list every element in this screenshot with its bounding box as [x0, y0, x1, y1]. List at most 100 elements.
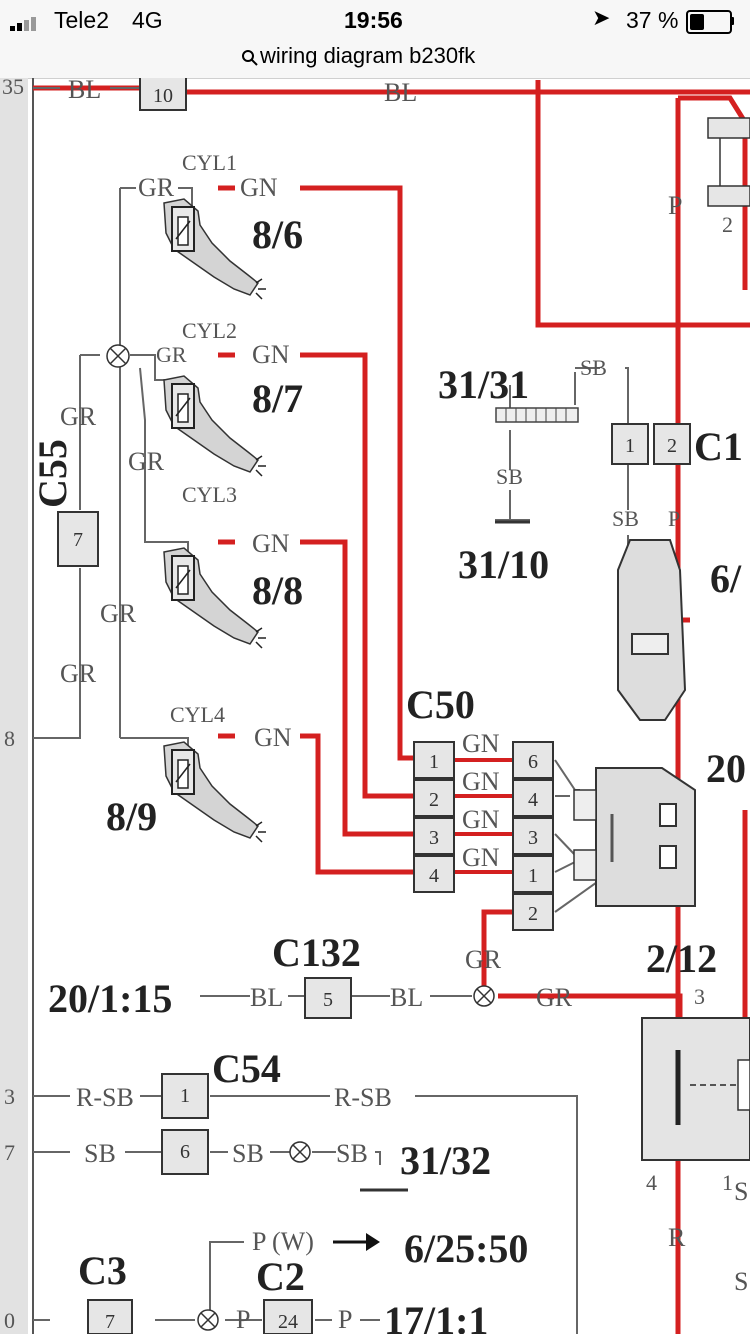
relay-pin-4: 4	[646, 1170, 657, 1195]
margin-number: 8	[4, 726, 15, 751]
c2-pin-label: 24	[278, 1311, 298, 1333]
url-text[interactable]: wiring diagram b230fk	[260, 43, 476, 68]
connector-c54-pin6	[161, 1129, 209, 1175]
cyl2-label: CYL2	[182, 318, 237, 343]
component-ref-6: 6/	[710, 556, 742, 601]
wire-bl: BL	[390, 983, 423, 1012]
wire-gn: GN	[252, 529, 290, 558]
wire-s: S	[734, 1177, 748, 1206]
connector-10-label: 10	[153, 85, 173, 107]
wire-p: P	[236, 1305, 250, 1334]
cyl1-label: CYL1	[182, 150, 237, 175]
ground-symbols	[360, 520, 530, 1192]
c50-right-6-label: 6	[528, 751, 538, 773]
wire-bl: BL	[384, 78, 417, 107]
wire-gn: GN	[462, 805, 500, 834]
network-label: 4G	[132, 7, 163, 33]
wire-sb: SB	[336, 1139, 368, 1168]
connector-c54-label: C54	[212, 1046, 281, 1091]
clock: 19:56	[344, 7, 403, 33]
address-bar[interactable]	[0, 40, 750, 79]
c50-pin-1	[413, 741, 455, 779]
injector-wires	[300, 185, 415, 875]
connector-c3	[87, 1299, 133, 1334]
c50-right-3-label: 3	[528, 827, 538, 849]
wire-gr: GR	[138, 173, 175, 202]
c3-pin-label: 7	[105, 1311, 115, 1333]
connector-c1-pin2	[653, 423, 691, 465]
search-icon	[242, 50, 258, 66]
c50-pin-2-label: 2	[429, 789, 439, 811]
fuel-injection-module	[595, 767, 696, 907]
c54-pin-1-label: 1	[180, 1085, 190, 1107]
status-bar: Tele2 4G 19:56 ➤ 37 %	[0, 0, 750, 40]
connector-c132-label: C132	[272, 930, 361, 975]
margin-number: 3	[4, 1084, 15, 1109]
injector-ref-8-6: 8/6	[252, 212, 303, 257]
c50-right-2	[512, 893, 554, 931]
c50-right-6	[512, 741, 554, 779]
signal-icon	[10, 13, 38, 31]
relay-2-12	[641, 1017, 750, 1161]
connector-c55	[57, 511, 99, 567]
connector-c132	[304, 977, 352, 1019]
battery-tip	[731, 17, 734, 25]
carrier-label: Tele2	[54, 7, 109, 33]
wire-p: P	[338, 1305, 352, 1334]
c50-right-2-label: 2	[528, 903, 538, 925]
wire-gr: GR	[60, 659, 97, 688]
wire-gn: GN	[462, 767, 500, 796]
c50-pin-4	[413, 855, 455, 893]
ground-ref-31-32: 31/32	[400, 1138, 491, 1183]
ground-bar-31-31	[495, 407, 579, 423]
ref-6-25-50: 6/25:50	[404, 1226, 528, 1271]
pin-label-2: 2	[722, 212, 733, 237]
wire-sb: SB	[232, 1139, 264, 1168]
injector-ref-8-8: 8/8	[252, 568, 303, 613]
connector-c3-label: C3	[78, 1248, 127, 1293]
c50-pin-3	[413, 817, 455, 855]
injector-ref-8-7: 8/7	[252, 376, 303, 421]
injector-cyl3	[163, 547, 267, 649]
ref-17-1-1: 17/1:1	[384, 1298, 488, 1334]
c50-right-3	[512, 817, 554, 855]
wire-sb: SB	[496, 464, 523, 489]
wire-gr: GR	[128, 447, 165, 476]
battery-icon	[686, 10, 732, 34]
ground-ref-31-31: 31/31	[438, 362, 529, 407]
wire-gn: GN	[254, 723, 292, 752]
injector-cyl2	[163, 375, 267, 477]
ground-ref-31-10: 31/10	[458, 542, 549, 587]
wire-s: S	[734, 1267, 748, 1296]
wire-gr: GR	[536, 983, 573, 1012]
wire-bl: BL	[250, 983, 283, 1012]
connector-c54-pin1	[161, 1073, 209, 1119]
component-ref-20: 20	[706, 746, 746, 791]
injector-cyl1	[163, 198, 267, 300]
location-arrow-icon: ➤	[592, 5, 611, 30]
margin-strip	[0, 78, 28, 1334]
c50-right-4	[512, 779, 554, 817]
relay-ref-2-12: 2/12	[646, 936, 717, 981]
wire-bl: BL	[68, 78, 101, 104]
c50-right-1	[512, 855, 554, 893]
c50-right-4-label: 4	[528, 789, 538, 811]
wire-sb: SB	[580, 355, 607, 380]
c50-right-1-label: 1	[528, 865, 538, 887]
connector-c2	[263, 1299, 313, 1334]
margin-number: 0	[4, 1308, 15, 1333]
connector-10	[139, 78, 187, 111]
margin-number: 35	[2, 78, 24, 99]
wire-p: P	[668, 191, 682, 220]
c50-pin-3-label: 3	[429, 827, 439, 849]
margin-number: 7	[4, 1140, 15, 1165]
connector-c50-label: C50	[406, 682, 475, 727]
connector-c55-label: C55	[30, 439, 75, 508]
cyl4-label: CYL4	[170, 702, 225, 727]
wire-gn: GN	[240, 173, 278, 202]
injector-ref-8-9: 8/9	[106, 794, 157, 839]
battery-percent: 37 %	[626, 7, 679, 33]
wire-gr: GR	[60, 402, 97, 431]
c50-pin-1-label: 1	[429, 751, 439, 773]
connector-c2-label: C2	[256, 1254, 305, 1299]
